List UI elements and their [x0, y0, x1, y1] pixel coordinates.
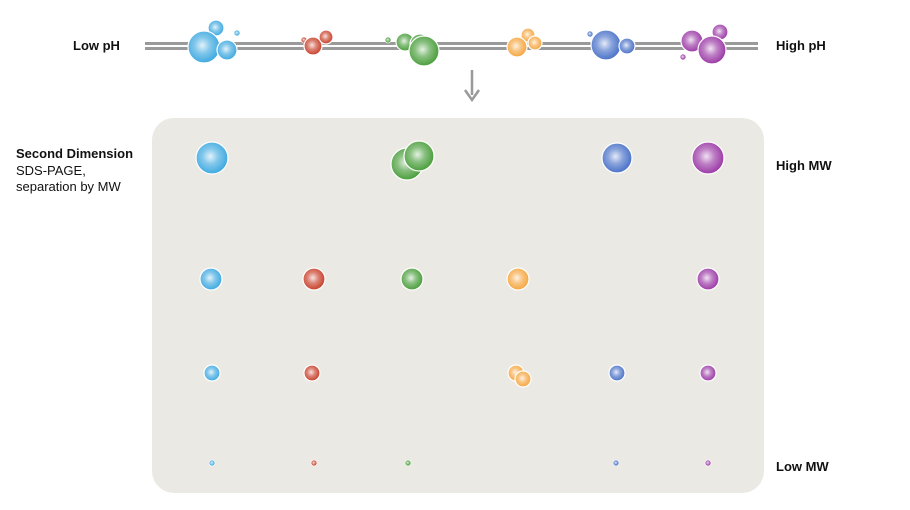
high-ph-label: High pH: [776, 38, 826, 53]
gel-spot: [699, 364, 717, 382]
strip-spot: [216, 39, 238, 61]
second-dimension-title: Second Dimension: [16, 146, 133, 161]
down-arrow-icon: [463, 70, 481, 103]
gel-spot: [506, 267, 530, 291]
high-mw-label: High MW: [776, 158, 832, 173]
gel-spot: [199, 267, 223, 291]
strip-spot: [187, 30, 221, 64]
strip-spot: [318, 29, 334, 45]
strip-spot: [233, 29, 241, 37]
gel-spot: [601, 142, 633, 174]
gel-spot: [514, 370, 532, 388]
strip-spots: [187, 19, 729, 67]
strip-spot: [527, 35, 543, 51]
strip-spot: [303, 36, 323, 56]
ipg-strip: [145, 42, 758, 50]
gel-spot: [310, 459, 318, 467]
second-dimension-subtitle-2: separation by MW: [16, 179, 121, 194]
strip-spot: [384, 36, 392, 44]
gel-panel: [152, 118, 764, 493]
gel-spot: [195, 141, 229, 175]
second-dimension-subtitle-1: SDS-PAGE,: [16, 163, 86, 178]
strip-spot: [408, 35, 440, 67]
gel-spot: [608, 364, 626, 382]
gel-spot: [203, 364, 221, 382]
strip-spot: [618, 37, 636, 55]
gel-spot: [704, 459, 712, 467]
strip-spot: [590, 29, 622, 61]
strip-spot: [697, 35, 727, 65]
low-mw-label: Low MW: [776, 459, 829, 474]
strip-spot: [586, 30, 594, 38]
gel-spot: [400, 267, 424, 291]
gel-spot: [696, 267, 720, 291]
gel-spots: [195, 140, 725, 467]
gel-spot: [303, 364, 321, 382]
gel-spot: [403, 140, 435, 172]
low-ph-label: Low pH: [73, 38, 120, 53]
gel-spot: [302, 267, 326, 291]
strip-spot: [506, 36, 528, 58]
gel-spot: [691, 141, 725, 175]
strip-spot: [679, 53, 687, 61]
gel-spot: [612, 459, 620, 467]
gel-spot: [404, 459, 412, 467]
gel-spot: [208, 459, 216, 467]
